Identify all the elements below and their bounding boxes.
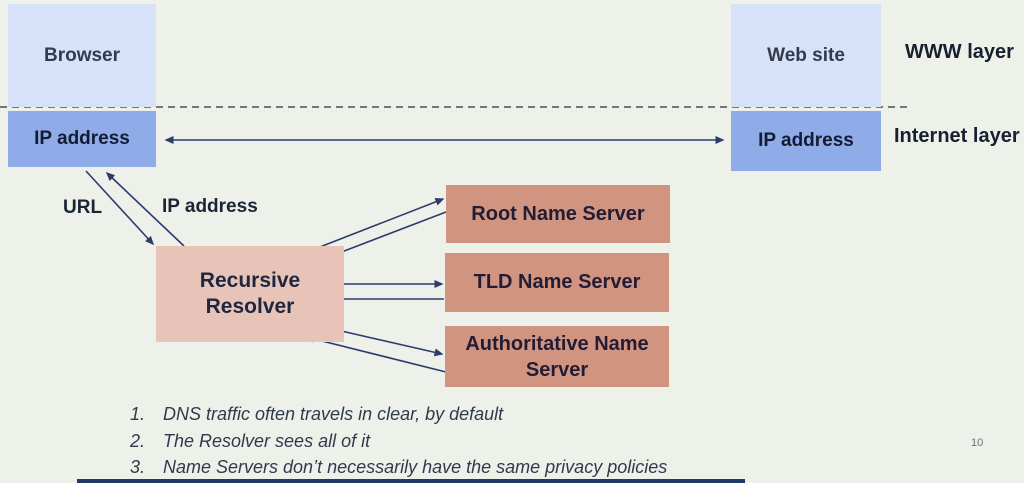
arrow-auth-to-resolver <box>304 334 447 373</box>
ip-address-left-label: IP address <box>34 128 130 150</box>
authoritative-name-server-node: Authoritative Name Server <box>445 326 669 387</box>
page-number: 10 <box>971 437 984 449</box>
note-text: The Resolver sees all of it <box>163 430 371 451</box>
www-layer-label: WWW layer <box>905 41 1014 63</box>
note-item-2: 2. The Resolver sees all of it <box>130 428 667 455</box>
internet-layer-label: Internet layer <box>894 125 1020 147</box>
website-node: Web site <box>731 4 881 107</box>
footer-accent-bar <box>77 479 745 483</box>
ip-address-edge-label: IP address <box>162 196 258 217</box>
authoritative-name-server-label: Authoritative Name Server <box>465 332 649 381</box>
notes-list: 1. DNS traffic often travels in clear, b… <box>130 401 667 481</box>
root-name-server-node: Root Name Server <box>446 185 670 243</box>
note-text: DNS traffic often travels in clear, by d… <box>163 404 504 424</box>
url-edge-label: URL <box>63 197 103 218</box>
note-item-3: 3. Name Servers don’t necessarily have t… <box>130 454 667 481</box>
note-item-1: 1. DNS traffic often travels in clear, b… <box>130 401 667 428</box>
note-number: 3. <box>130 457 146 477</box>
browser-label: Browser <box>43 44 121 66</box>
root-name-server-label: Root Name Server <box>471 202 645 225</box>
note-number: 1. <box>130 404 146 424</box>
recursive-resolver-node: Recursive Resolver <box>156 246 344 342</box>
ip-address-left-node: IP address <box>8 111 156 167</box>
tld-name-server-label: TLD Name Server <box>473 271 641 293</box>
website-label: Web site <box>767 44 845 66</box>
note-text: Name Servers don’t necessarily have the … <box>163 457 668 477</box>
note-number: 2. <box>130 430 146 451</box>
tld-name-server-node: TLD Name Server <box>445 253 669 312</box>
ip-address-right-label: IP address <box>758 130 854 152</box>
ip-address-right-node: IP address <box>731 111 881 171</box>
browser-node: Browser <box>8 4 156 107</box>
recursive-resolver-label: Recursive Resolver <box>199 268 301 318</box>
